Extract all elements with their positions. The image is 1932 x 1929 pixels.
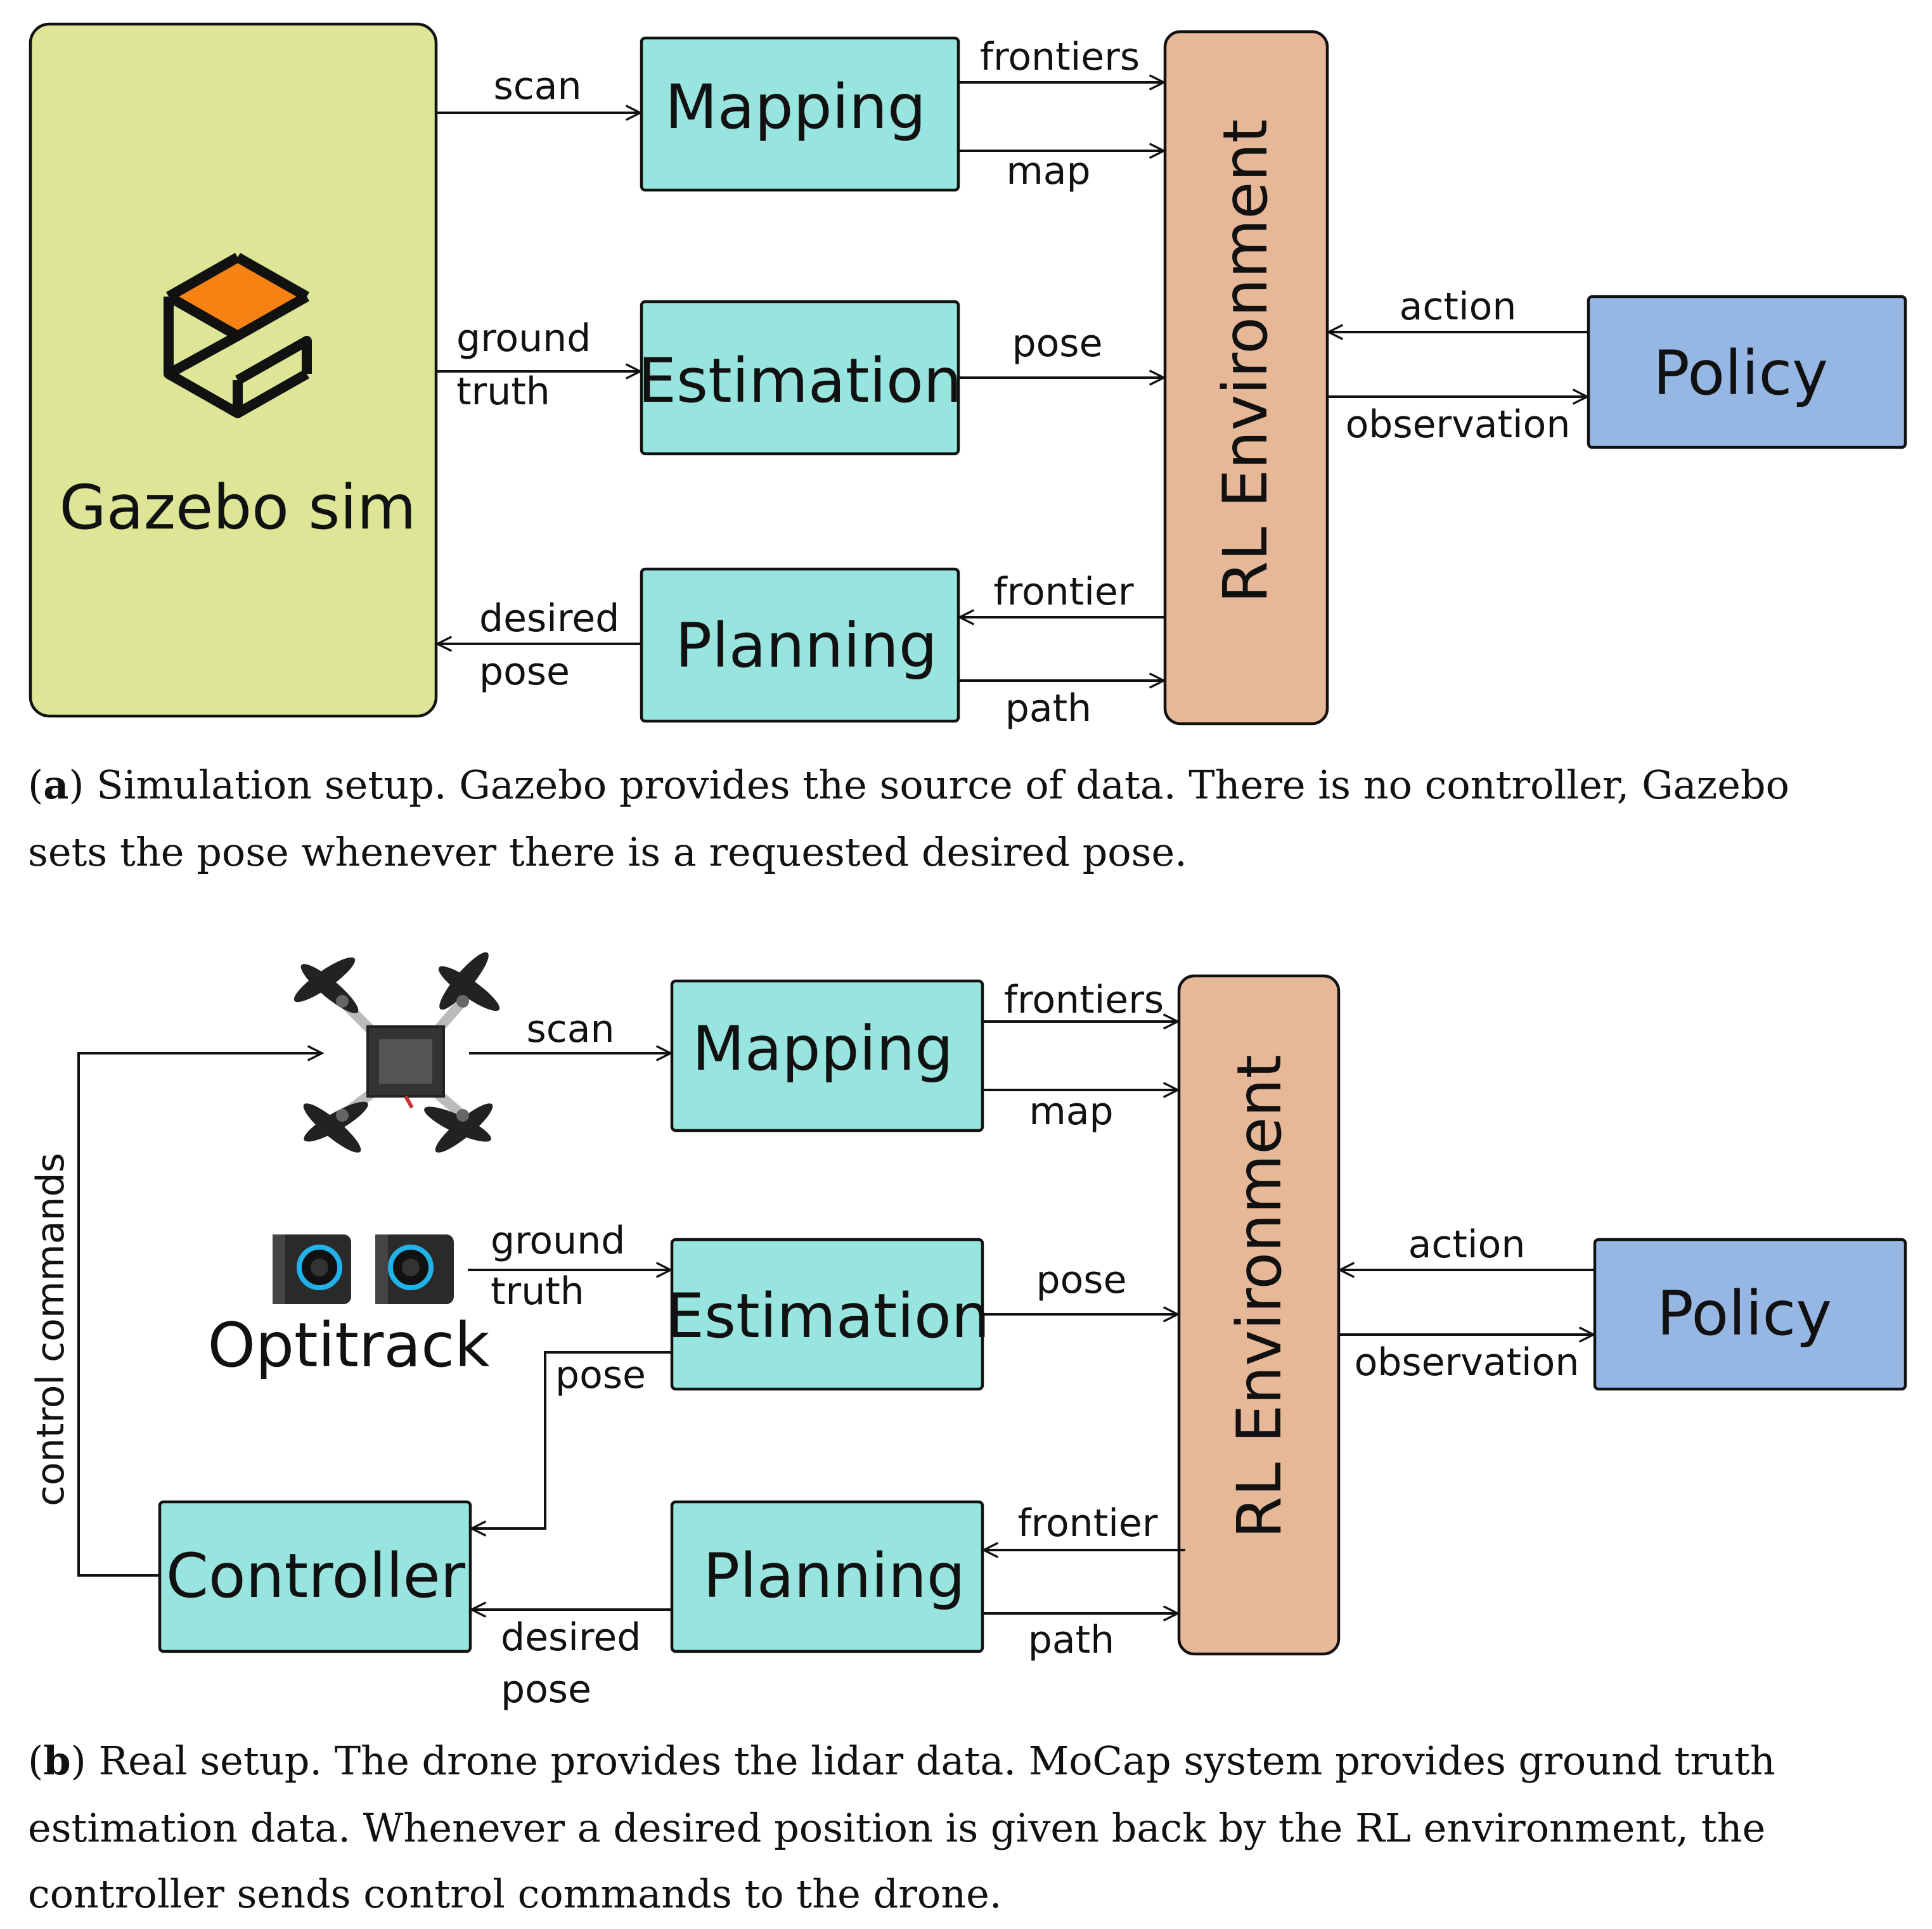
edge-path-label-b: path	[1028, 1618, 1114, 1662]
edge-pose-label-b: pose	[1036, 1258, 1127, 1302]
edge-action-label-b: action	[1408, 1222, 1526, 1267]
controller-label: Controller	[166, 1541, 466, 1612]
quadrotor-drone-icon	[293, 952, 500, 1153]
edge-ground-label: ground	[456, 316, 591, 361]
planning-box-b	[670, 1500, 984, 1653]
planning-label-b: Planning	[703, 1541, 965, 1612]
caption-a-tag: a	[43, 762, 68, 808]
edge-control-commands-arrow	[77, 1053, 322, 1577]
caption-a-line1: (a) Simulation setup. Gazebo provides th…	[28, 762, 1789, 808]
estimation-label-b: Estimation	[666, 1281, 989, 1352]
edge-desired-label-b: desired	[501, 1615, 641, 1660]
edge-frontiers-label: frontiers	[980, 35, 1140, 79]
edge-frontiers-label-b: frontiers	[1004, 978, 1164, 1022]
edge-frontier-label: frontier	[994, 570, 1134, 614]
optitrack-label: Optitrack	[207, 1310, 490, 1381]
mapping-label: Mapping	[665, 72, 926, 143]
gazebo-logo-icon	[164, 253, 312, 418]
policy-label-b: Policy	[1657, 1278, 1832, 1349]
rl-environment-label-b: RL Environment	[1224, 1054, 1295, 1539]
edge-frontier-label-b: frontier	[1018, 1501, 1158, 1546]
edge-observation-label-b: observation	[1355, 1340, 1580, 1385]
gazebo-sim-box	[29, 22, 438, 718]
caption-a-text: Simulation setup. Gazebo provides the so…	[96, 762, 1789, 808]
gazebo-sim-label: Gazebo sim	[59, 472, 416, 543]
edge-pose-to-controller-arrow	[472, 1351, 672, 1528]
edge-action-label: action	[1400, 285, 1517, 329]
edge-pose-label: pose	[1012, 321, 1103, 366]
edge-desired-label: desired	[479, 596, 619, 641]
edge-pose-ctrl-label: pose	[555, 1353, 646, 1397]
edge-ground-label-b: ground	[491, 1219, 625, 1263]
estimation-label: Estimation	[638, 345, 962, 416]
edge-desired-pose-label: pose	[479, 650, 570, 694]
edge-truth-label-b: truth	[491, 1269, 584, 1314]
caption-a-line2: sets the pose whenever there is a reques…	[28, 829, 1187, 875]
rl-environment-label: RL Environment	[1210, 119, 1281, 603]
edge-map-label-b: map	[1029, 1089, 1113, 1134]
caption-b-line1: (b) Real setup. The drone provides the l…	[28, 1738, 1775, 1784]
panel-b: Optitrack Mapping Estimation Planning Co…	[28, 952, 1907, 1917]
edge-observation-label: observation	[1346, 402, 1571, 447]
policy-label: Policy	[1653, 338, 1828, 409]
caption-b-tag: b	[43, 1738, 70, 1784]
edge-scan-label-b: scan	[526, 1007, 614, 1051]
edge-map-label: map	[1006, 149, 1090, 193]
caption-b-text: Real setup. The drone provides the lidar…	[98, 1738, 1775, 1784]
mapping-label-b: Mapping	[692, 1013, 953, 1084]
optitrack-camera-icon	[273, 1234, 454, 1304]
edge-control-commands-label: control commands	[29, 1153, 73, 1506]
edge-scan-label: scan	[493, 64, 581, 108]
planning-label: Planning	[675, 610, 937, 681]
caption-b-line2: estimation data. Whenever a desired posi…	[28, 1805, 1765, 1851]
edge-path-label: path	[1005, 686, 1092, 731]
edge-desired-pose-label-b: pose	[501, 1667, 591, 1712]
edge-truth-label: truth	[456, 369, 550, 414]
policy-box	[1587, 295, 1907, 449]
panel-a: Gazebo sim Mapping Estimation Planning R…	[28, 22, 1907, 875]
caption-b-line3: controller sends control commands to the…	[28, 1871, 1002, 1917]
policy-box-b	[1593, 1238, 1907, 1391]
